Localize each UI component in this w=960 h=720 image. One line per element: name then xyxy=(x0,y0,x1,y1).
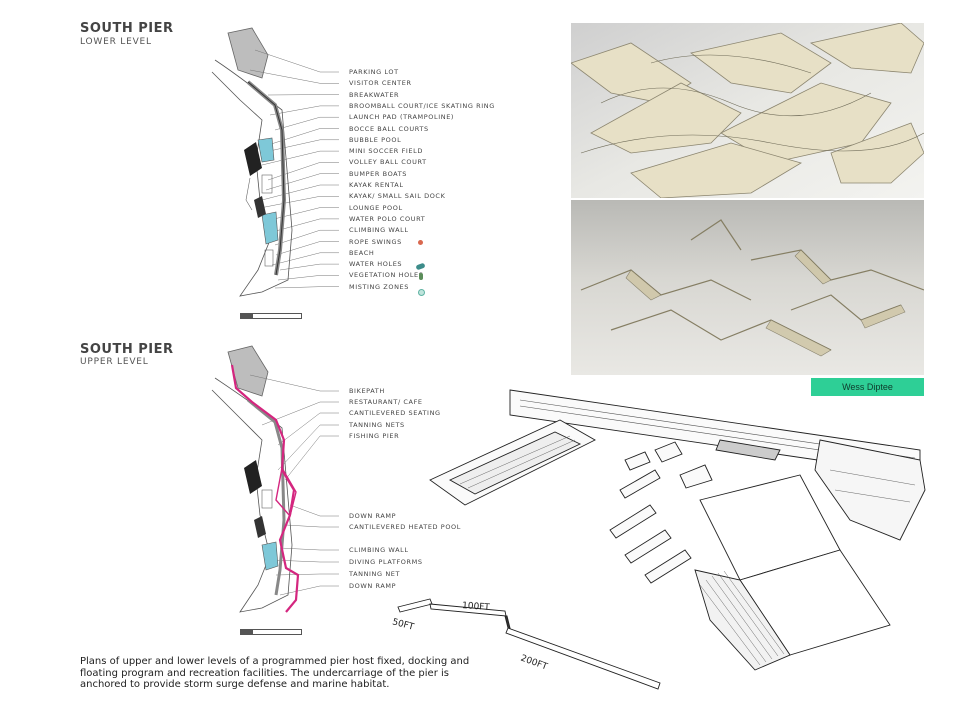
lower-label: BUBBLE POOL xyxy=(349,135,402,144)
misting-zone-swatch xyxy=(418,289,425,296)
lower-label: WATER POLO COURT xyxy=(349,214,426,223)
scale-diagram xyxy=(397,598,661,690)
leader-line xyxy=(254,49,339,73)
upper-plan-subtitle: UPPER LEVEL xyxy=(80,357,149,367)
leader-line xyxy=(261,401,339,426)
leader-line xyxy=(277,424,339,471)
leader-line xyxy=(289,504,339,517)
leader-line xyxy=(271,218,339,233)
leader-line xyxy=(271,559,339,563)
pier-axonometric-render xyxy=(429,389,926,671)
upper-label: DOWN RAMP xyxy=(349,582,397,590)
paper-model-photo-top xyxy=(571,23,924,198)
upper-label: TANNING NETS xyxy=(349,421,405,429)
leader-line xyxy=(274,116,339,131)
upper-label: FISHING PIER xyxy=(349,432,400,440)
caption: Plans of upper and lower levels of a pro… xyxy=(80,656,470,690)
leader-line xyxy=(249,374,339,392)
lower-label: ROPE SWINGS xyxy=(349,237,402,246)
lower-label: PARKING LOT xyxy=(349,68,399,76)
leader-line xyxy=(275,573,339,576)
leader-line xyxy=(279,263,339,271)
vegetation-hole-swatch xyxy=(419,273,423,280)
upper-label: TANNING NET xyxy=(349,570,401,578)
paper-model-photo-bottom xyxy=(571,200,924,375)
leader-line xyxy=(284,435,339,481)
upper-label: BIKEPATH xyxy=(349,387,385,395)
leader-line xyxy=(259,196,339,209)
lower-label: KAYAK RENTAL xyxy=(349,181,404,189)
upper-scale-bar xyxy=(240,629,302,635)
leader-line xyxy=(261,184,339,201)
scale-100ft-label: 100FT xyxy=(461,601,491,613)
upper-label: DIVING PLATFORMS xyxy=(349,558,423,566)
lower-label: VOLLEY BALL COURT xyxy=(349,158,427,167)
leader-line xyxy=(277,275,339,281)
lower-label: KAYAK/ SMALL SAIL DOCK xyxy=(349,192,446,201)
leader-line xyxy=(271,252,339,266)
upper-label: CANTILEVERED SEATING xyxy=(349,409,441,417)
lower-label: LOUNGE POOL xyxy=(349,203,403,212)
lower-plan-title: SOUTH PIER xyxy=(80,21,174,36)
upper-level-plan xyxy=(211,345,339,613)
lower-label: WATER HOLES xyxy=(349,260,403,269)
upper-label: RESTAURANT/ CAFE xyxy=(349,398,423,406)
leader-line xyxy=(277,412,339,446)
lower-label: BREAKWATER xyxy=(349,90,400,99)
leader-line xyxy=(269,105,339,116)
lower-label: BROOMBALL COURT/ICE SKATING RING xyxy=(349,101,495,110)
lower-label: MINI SOCCER FIELD xyxy=(349,147,423,156)
lower-level-plan xyxy=(211,27,339,297)
upper-label: CLIMBING WALL xyxy=(349,546,409,554)
lower-label: LAUNCH PAD (TRAMPOLINE) xyxy=(349,113,455,122)
leader-line xyxy=(267,128,339,146)
credit-label: Wess Diptee xyxy=(811,378,924,396)
lower-label: CLIMBING WALL xyxy=(349,226,409,235)
water-hole-swatch xyxy=(415,262,426,271)
lower-label: BUMPER BOATS xyxy=(349,169,408,178)
leader-line xyxy=(279,585,339,596)
lower-label: VEGETATION HOLES xyxy=(349,271,424,280)
lower-scale-bar xyxy=(240,313,302,319)
upper-label: CANTILEVERED HEATED POOL xyxy=(349,523,461,531)
lower-plan-subtitle: LOWER LEVEL xyxy=(80,37,152,47)
leader-line xyxy=(264,139,339,153)
leader-line xyxy=(249,69,339,84)
lower-label: BEACH xyxy=(349,248,375,257)
leader-line xyxy=(285,524,339,528)
leader-line xyxy=(274,286,339,289)
upper-plan-title: SOUTH PIER xyxy=(80,342,174,357)
upper-label: DOWN RAMP xyxy=(349,512,397,520)
leader-line xyxy=(265,173,339,191)
lower-label: VISITOR CENTER xyxy=(349,79,412,88)
leader-line xyxy=(269,207,339,221)
leader-line xyxy=(267,162,339,181)
leader-line xyxy=(274,229,339,246)
lower-label: MISTING ZONES xyxy=(349,282,409,291)
lower-label: BOCCE BALL COURTS xyxy=(349,124,429,133)
rope-swing-swatch xyxy=(418,240,423,245)
leader-line xyxy=(279,547,339,551)
